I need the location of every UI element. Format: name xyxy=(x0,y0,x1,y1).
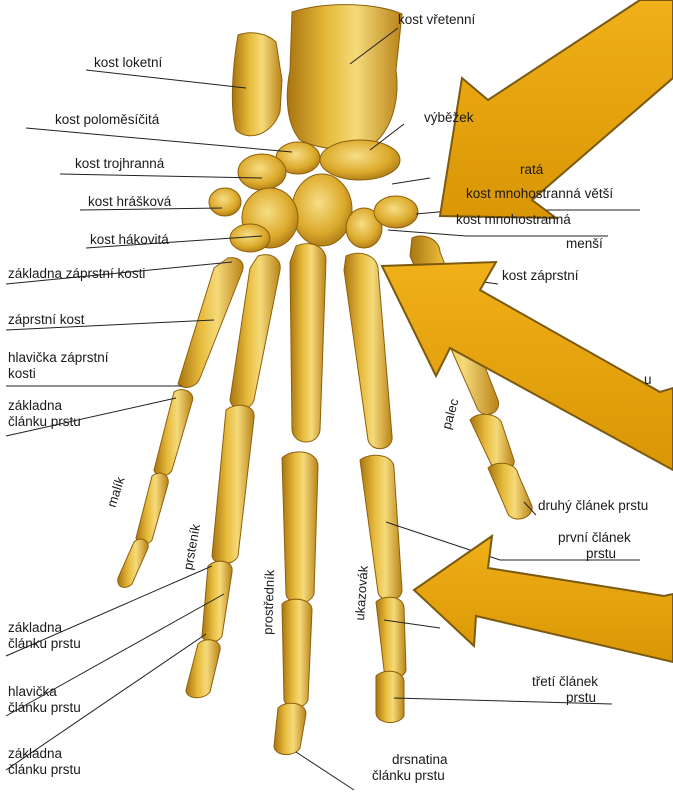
label-capitate-cut: ratá xyxy=(520,162,543,178)
scaphoid-bone xyxy=(320,140,400,180)
label-trapezoid-2: menší xyxy=(566,236,603,252)
label-second-phalanx: druhý článek prstu xyxy=(538,498,648,514)
label-ulna: kost loketní xyxy=(94,55,162,71)
middle-finger-bones xyxy=(274,244,326,755)
trapezium-bone xyxy=(374,196,418,228)
label-hamate: kost hákovitá xyxy=(90,232,169,248)
label-radius: kost vřetenní xyxy=(398,12,475,28)
label-thumb-metacarpal: kost záprstní xyxy=(502,268,579,284)
label-metacarpal-head-2: kosti xyxy=(8,366,36,382)
label-third-phalanx-2: prstu xyxy=(566,690,596,706)
label-trapezoid-1: kost mnohostranná xyxy=(456,212,571,228)
label-tuberosity-2: článku prstu xyxy=(372,768,445,784)
label-phalanx-base-b1: základna xyxy=(8,620,62,636)
label-metacarpal-head-1: hlavička záprstní xyxy=(8,350,109,366)
label-pisiform: kost hrášková xyxy=(88,194,171,210)
forearm-bones xyxy=(232,5,402,150)
label-cut-right: u xyxy=(644,372,652,388)
arrow-middle xyxy=(382,262,673,470)
label-phalanx-base-c1: základna xyxy=(8,746,62,762)
label-phalanx-head-2: článku prstu xyxy=(8,700,81,716)
label-first-phalanx-1: první článek xyxy=(558,530,631,546)
label-first-phalanx-2: prstu xyxy=(586,546,616,562)
label-phalanx-base-a2: článku prstu xyxy=(8,414,81,430)
label-metacarpal-bone: záprstní kost xyxy=(8,312,85,328)
radius-bone xyxy=(287,5,402,150)
index-finger-bones xyxy=(344,253,406,722)
label-metacarpal-base: základna záprstní kosti xyxy=(8,266,145,282)
arrow-bottom xyxy=(414,536,673,662)
carpal-bones xyxy=(209,140,418,252)
label-process: výběžek xyxy=(424,110,474,126)
label-phalanx-base-b2: článku prstu xyxy=(8,636,81,652)
finger-name-middle: prostředník xyxy=(260,569,277,635)
label-phalanx-head-1: hlavička xyxy=(8,684,57,700)
label-trapezium: kost mnohostranná větší xyxy=(466,186,613,202)
label-triquetrum: kost trojhranná xyxy=(75,156,164,172)
label-tuberosity-1: drsnatina xyxy=(392,752,448,768)
label-third-phalanx-1: třetí článek xyxy=(532,674,598,690)
label-phalanx-base-c2: článku prstu xyxy=(8,762,81,778)
triquetrum-bone xyxy=(238,154,286,190)
label-lunate: kost poloměsíčitá xyxy=(55,112,159,128)
pointer-arrows xyxy=(382,0,673,662)
pisiform-bone xyxy=(209,188,241,216)
capitate-bone xyxy=(292,174,352,246)
label-phalanx-base-a1: základna xyxy=(8,398,62,414)
ulna-bone xyxy=(232,33,282,136)
